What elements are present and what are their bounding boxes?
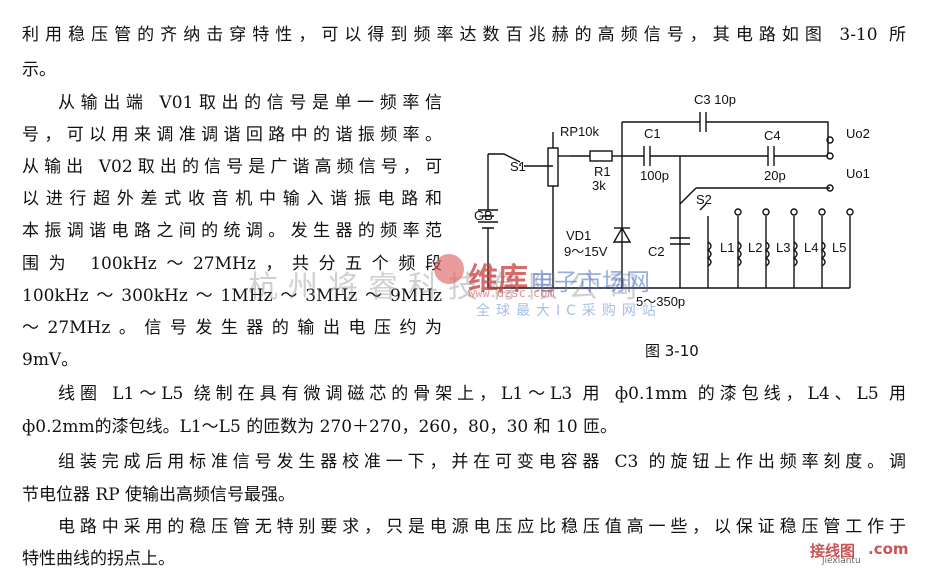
circuit-schematic: S1 GB RP10k R1 3k C3 10p C1 100p C4 20p …: [474, 92, 870, 309]
l1-label: L1: [720, 240, 734, 255]
para5-line1: 电路中采用的稳压管无特别要求，只是电源电压应比稳压值高一些，以保证稳压管工作于: [58, 517, 906, 537]
uo1-label: Uo1: [846, 166, 870, 181]
gb-label: GB: [474, 208, 493, 223]
para4-line2: 节电位器 RP 使输出高频信号最强。: [22, 485, 296, 505]
l4-label: L4: [804, 240, 818, 255]
para2-line6: 围为 100kHz～27MHz，共分五个频段: [22, 254, 442, 274]
para4-line1: 组装完成后用标准信号发生器校准一下，并在可变电容器 C3 的旋钮上作出频率刻度。…: [58, 452, 906, 472]
c1-label: C1: [644, 126, 661, 141]
vd1-label: VD1: [566, 228, 591, 243]
para2-line7: 100kHz～300kHz～1MHz～3MHz～9MHz: [22, 286, 442, 306]
c1-capacitor: [622, 146, 680, 166]
c2-value: 5～350p: [636, 294, 685, 309]
para3-line1: 线圈 L1～L5 绕制在具有微调磁芯的骨架上，L1～L3 用 ф0.1mm 的漆…: [58, 384, 906, 404]
uo2-label: Uo2: [846, 126, 870, 141]
l5-label: L5: [832, 240, 846, 255]
l3-label: L3: [776, 240, 790, 255]
c3-capacitor: [622, 112, 829, 154]
c4-capacitor: [680, 146, 828, 166]
r1-label: R1: [594, 164, 611, 179]
para3-line2: ф0.2mm的漆包线。L1～L5 的匝数为 270＋270，260，80，30 …: [22, 417, 618, 437]
para2-line4: 以进行超外差式收音机中输入谐振电路和: [22, 189, 442, 209]
para2-line8: ～27MHz。信号发生器的输出电压约为: [22, 318, 442, 338]
s2-selector: [679, 187, 707, 211]
s1-label: S1: [510, 159, 526, 174]
c4-value: 20p: [764, 168, 786, 183]
para1-line2: 示。: [22, 60, 56, 80]
figure-caption: 图 3-10: [645, 342, 699, 360]
vd1-zener: [612, 226, 632, 243]
para2-line2: 号，可以用来调准调谐回路中的谐振频率。: [22, 125, 442, 145]
c1-value: 100p: [640, 168, 669, 183]
s2-label: S2: [696, 192, 712, 207]
uo1-out-terminal: [826, 152, 834, 160]
rp-potentiometer: [547, 132, 570, 288]
para5-line2: 特性曲线的拐点上。: [22, 549, 175, 569]
c3-label: C3 10p: [694, 92, 736, 107]
vd1-value: 9～15V: [564, 244, 608, 259]
para2-line9: 9mV。: [22, 350, 79, 370]
c4-label: C4: [764, 128, 781, 143]
watermark-logo-icon: [434, 254, 464, 284]
para2-line3: 从输出 V02取出的信号是广谐高频信号，可: [22, 157, 442, 177]
para1-line1: 利用稳压管的齐纳击穿特性，可以得到频率达数百兆赫的高频信号，其电路如图 3-10…: [22, 25, 906, 45]
para2-line1: 从输出端 V01取出的信号是单一频率信: [58, 93, 442, 113]
para2-line5: 本振调谐电路之间的统调。发生器的频率范: [22, 221, 442, 241]
l2-label: L2: [748, 240, 762, 255]
uo2-terminal: [826, 136, 834, 144]
gb-battery: [478, 204, 553, 289]
r1-value: 3k: [592, 178, 606, 193]
c2-label: C2: [648, 244, 665, 259]
c2-capacitor: [670, 237, 690, 245]
coil-bank: [706, 208, 854, 288]
r1-resistor: [570, 150, 622, 162]
rp-label: RP10k: [560, 124, 600, 139]
